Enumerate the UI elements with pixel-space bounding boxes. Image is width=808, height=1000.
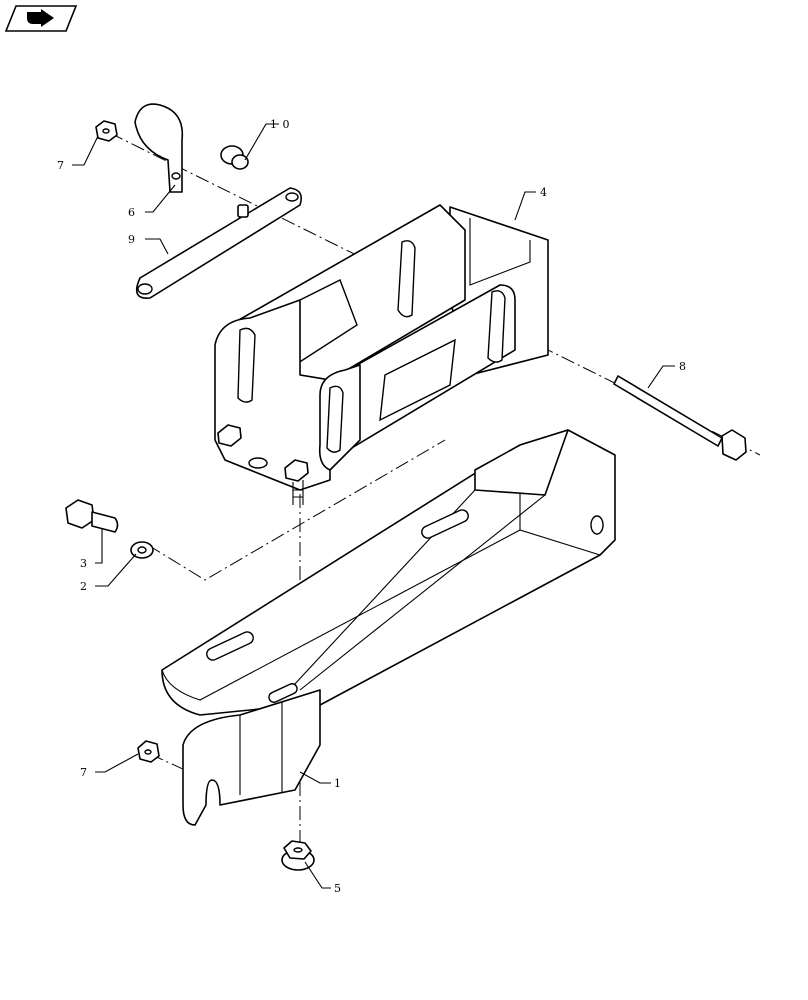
callout-labels: 7 6 1 0 9 4 8 3 2 7 1 5 xyxy=(57,118,687,895)
callout-1: 1 xyxy=(334,777,342,790)
callout-9: 9 xyxy=(128,233,136,246)
callout-5: 5 xyxy=(334,882,342,895)
callout-4: 4 xyxy=(540,186,548,199)
mounting-frame xyxy=(214,204,549,505)
callout-10: 1 0 xyxy=(270,118,291,131)
bushing xyxy=(220,145,249,170)
leader-lines xyxy=(72,123,675,889)
strap xyxy=(135,187,303,299)
hex-bolt xyxy=(65,499,119,533)
next-page-button[interactable] xyxy=(4,5,78,32)
washer xyxy=(130,541,154,559)
callout-7-top: 7 xyxy=(57,159,65,172)
nut-top xyxy=(95,120,118,142)
callout-6: 6 xyxy=(128,206,136,219)
flange-nut xyxy=(281,840,315,871)
nut-bottom xyxy=(137,740,160,763)
lower-bracket-arm xyxy=(161,429,616,826)
callout-7-bottom: 7 xyxy=(80,766,88,779)
long-bolt xyxy=(613,375,747,461)
callout-2: 2 xyxy=(80,580,88,593)
callout-3: 3 xyxy=(80,557,88,570)
p-clamp xyxy=(134,103,184,193)
callout-8: 8 xyxy=(679,360,687,373)
next-page-arrow-icon xyxy=(27,9,54,27)
